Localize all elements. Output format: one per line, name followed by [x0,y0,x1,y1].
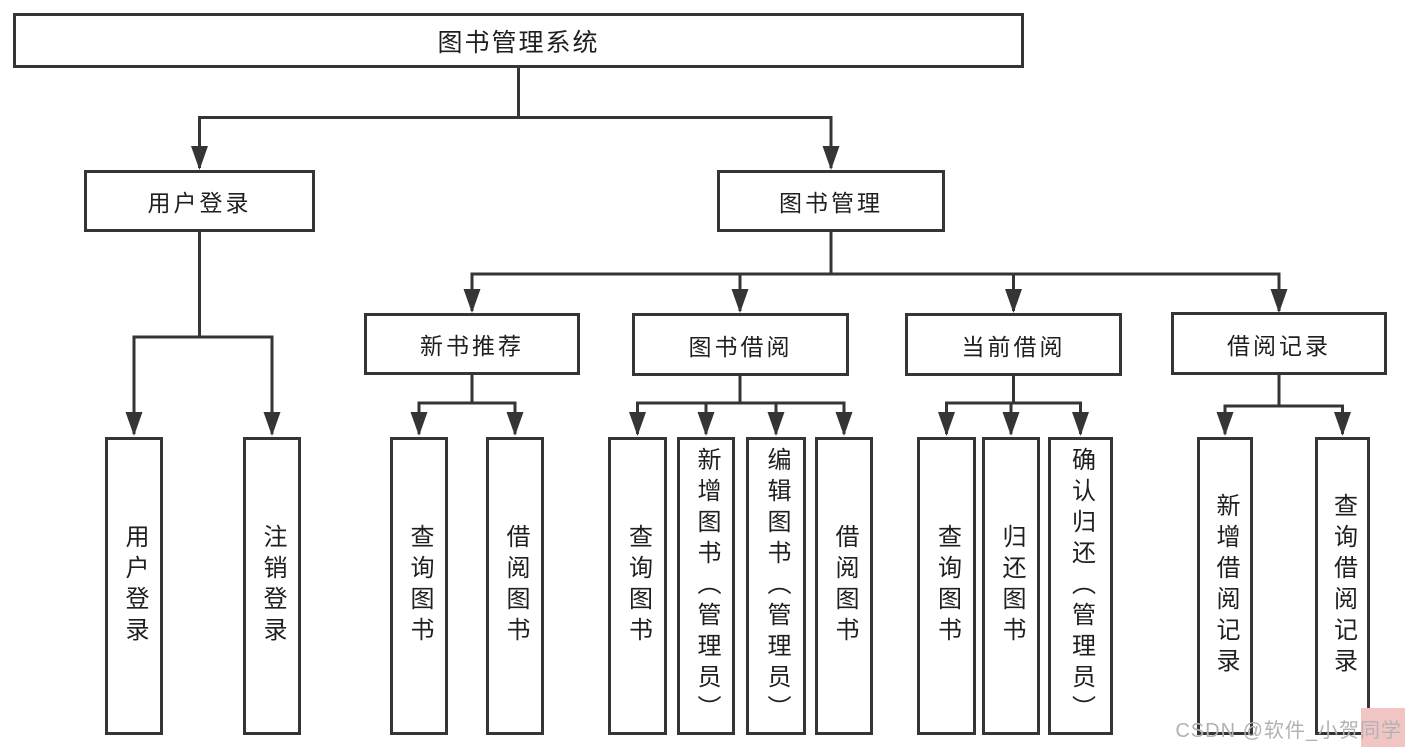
leaf-label: 编辑图书（管理员） [763,446,790,726]
connector [1216,374,1281,436]
connector [829,232,1022,313]
connector [463,232,833,313]
leaf-add-book-admin: 新增图书（管理员） [677,437,735,735]
node-label: 用户登录 [147,190,252,216]
node-label: 新书推荐 [420,333,524,359]
watermark-badge [1361,708,1405,747]
leaf-label: 新增借阅记录 [1212,493,1239,679]
leaf-edit-book-admin: 编辑图书（管理员） [746,437,806,735]
leaf-label: 查询图书 [406,524,433,648]
connector [731,232,833,313]
leaf-query-borrow-record: 查询借阅记录 [1315,437,1370,735]
leaf-label: 归还图书 [998,524,1025,648]
leaf-label: 新增图书（管理员） [693,446,720,726]
connector [198,232,281,436]
leaf-label: 确认归还（管理员） [1067,446,1095,726]
connector [1277,374,1351,436]
node-label: 借阅记录 [1227,332,1331,359]
leaf-label: 用户登录 [121,524,148,648]
node-book-borrow: 图书借阅 [632,313,849,376]
watermark: CSDN @软件_小贺同学 [1175,720,1402,742]
leaf-logout: 注销登录 [243,437,301,735]
leaf-label: 查询图书 [624,524,652,648]
node-label: 图书借阅 [688,333,793,360]
leaf-label: 借阅图书 [831,524,858,648]
node-borrow-record: 借阅记录 [1171,312,1387,375]
connector [738,376,785,436]
connector [470,375,524,436]
connector [517,68,840,170]
leaf-query-book: 查询图书 [917,437,976,735]
connector [829,232,1288,313]
leaf-query-book: 查询图书 [608,437,667,735]
connector [1012,376,1089,436]
connector [738,376,853,436]
node-root-system: 图书管理系统 [13,13,1024,68]
leaf-borrow-book: 借阅图书 [486,437,544,735]
connector [697,376,742,436]
node-book-management: 图书管理 [717,170,945,232]
node-new-book-recommend: 新书推荐 [364,313,580,375]
node-label: 图书管理系统 [437,28,600,57]
leaf-add-borrow-record: 新增借阅记录 [1197,437,1253,735]
leaf-user-login: 用户登录 [105,437,163,735]
leaf-borrow-book: 借阅图书 [815,437,873,735]
connector [191,68,520,170]
connector [938,376,1015,436]
node-current-borrow: 当前借阅 [905,313,1122,376]
leaf-return-book: 归还图书 [982,437,1040,735]
leaf-label: 注销登录 [259,524,286,648]
connector [1002,376,1020,436]
node-user-login: 用户登录 [84,170,315,232]
connector [125,232,201,436]
leaf-query-book: 查询图书 [390,437,448,735]
connector [629,376,742,436]
node-label: 图书管理 [779,190,883,216]
connector [410,375,474,436]
leaf-confirm-return-admin: 确认归还（管理员） [1048,437,1113,735]
leaf-label: 借阅图书 [502,524,529,648]
leaf-label: 查询借阅记录 [1329,493,1357,679]
node-label: 当前借阅 [961,333,1066,360]
leaf-label: 查询图书 [933,524,961,648]
